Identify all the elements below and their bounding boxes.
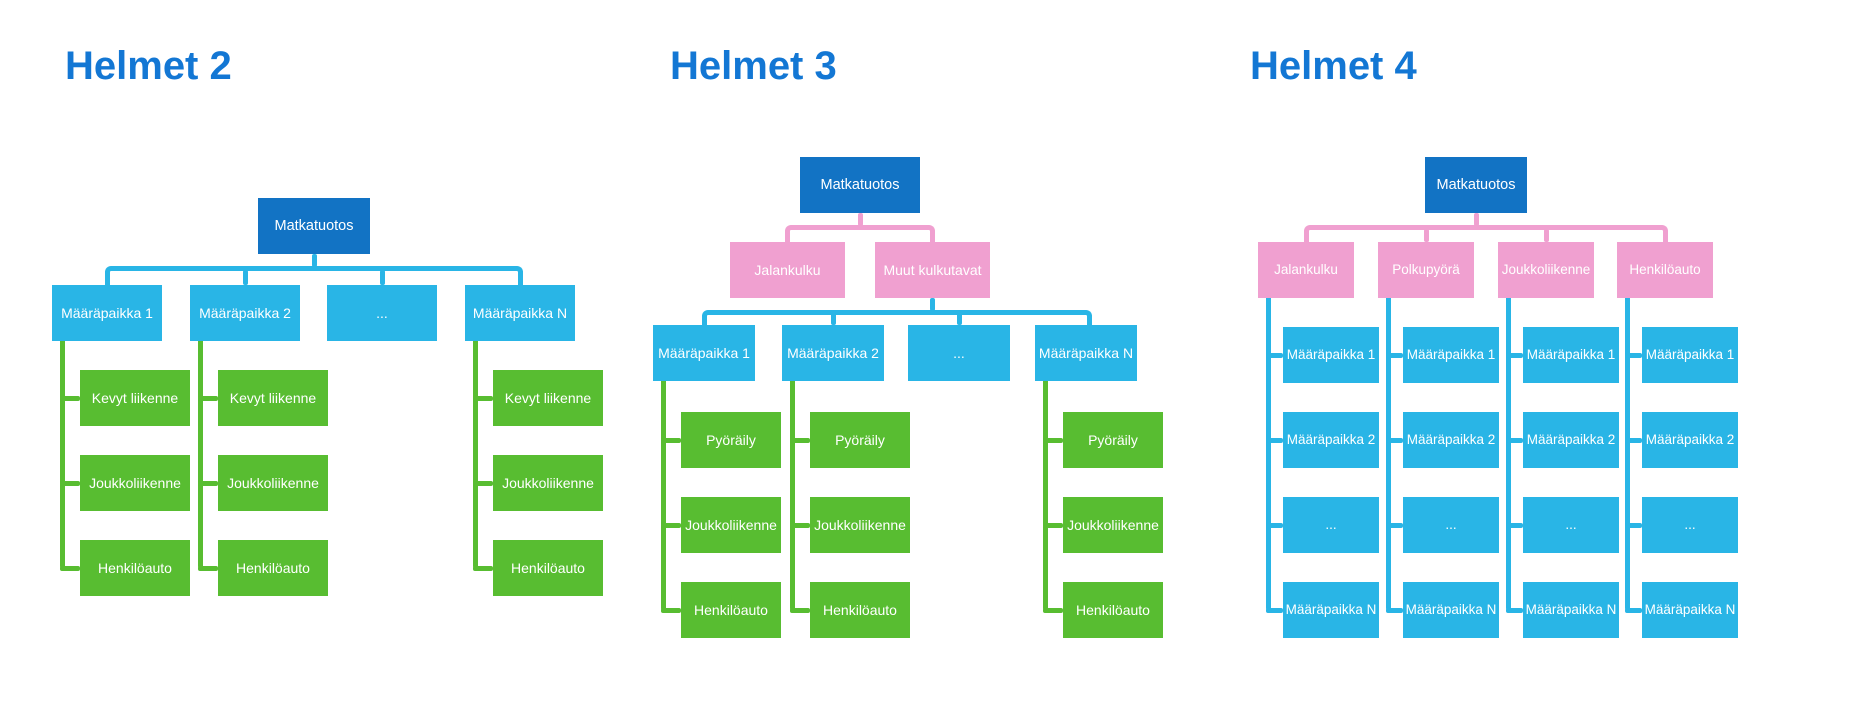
root-box-matkatuotos: Matkatuotos <box>1425 157 1527 213</box>
mode-box: Kevyt liikenne <box>198 370 328 426</box>
destination-box-ellipsis: ... <box>1625 497 1738 553</box>
connector-stub <box>1423 229 1429 242</box>
mode-box: Joukkoliikenne <box>661 497 781 553</box>
connector-stub <box>956 313 962 325</box>
mode-box: Henkilöauto <box>790 582 910 638</box>
mode-list: Kevyt liikenne Joukkoliikenne Henkilöaut… <box>60 341 190 596</box>
mode-box: Jalankulku <box>1258 242 1354 298</box>
destination-box-ellipsis: ... <box>327 285 437 341</box>
destination-box: Määräpaikka 2 <box>782 325 884 381</box>
destination-list: Määräpaikka 1 Määräpaikka 2 ... Määräpai… <box>1625 298 1738 638</box>
destination-list: Määräpaikka 1 Määräpaikka 2 ... Määräpai… <box>1266 298 1379 638</box>
mode-column: Polkupyörä Määräpaikka 1 Määräpaikka 2 .… <box>1378 242 1499 638</box>
destination-box: Määräpaikka N <box>1386 582 1499 638</box>
connector-stub <box>930 298 935 311</box>
helmet-2-title: Helmet 2 <box>65 44 232 88</box>
mode-list: Pyöräily Joukkoliikenne Henkilöauto <box>1043 381 1163 638</box>
destination-box: Määräpaikka 1 <box>653 325 755 381</box>
destination-box: Määräpaikka 1 <box>1625 327 1738 383</box>
mode-branch-connector <box>701 310 1092 325</box>
destination-box-ellipsis: ... <box>908 325 1010 381</box>
destination-column: ... <box>327 285 437 341</box>
root-branch-connector <box>1303 225 1668 242</box>
mode-box: Joukkoliikenne <box>1498 242 1594 298</box>
mode-box: Pyöräily <box>661 412 781 468</box>
mode-column: Henkilöauto Määräpaikka 1 Määräpaikka 2 … <box>1617 242 1738 638</box>
destination-box: Määräpaikka N <box>1625 582 1738 638</box>
mode-box: Henkilöauto <box>60 540 190 596</box>
root-branch-connector <box>104 266 523 285</box>
mode-box: Joukkoliikenne <box>198 455 328 511</box>
connector-stub <box>1473 213 1479 226</box>
destination-box: Määräpaikka 2 <box>1386 412 1499 468</box>
connector-stub <box>311 254 317 267</box>
destination-box: Määräpaikka 1 <box>1506 327 1619 383</box>
destination-box-ellipsis: ... <box>1266 497 1379 553</box>
destination-box-ellipsis: ... <box>1506 497 1619 553</box>
destination-box: Määräpaikka 1 <box>1266 327 1379 383</box>
mode-box: Henkilöauto <box>1617 242 1713 298</box>
destination-box: Määräpaikka 2 <box>190 285 300 341</box>
destination-box: Määräpaikka N <box>1035 325 1137 381</box>
destination-list: Määräpaikka 1 Määräpaikka 2 ... Määräpai… <box>1506 298 1619 638</box>
root-box-matkatuotos: Matkatuotos <box>800 157 920 213</box>
destination-box: Määräpaikka N <box>1266 582 1379 638</box>
destination-box: Määräpaikka 2 <box>1506 412 1619 468</box>
destination-box: Määräpaikka 1 <box>1386 327 1499 383</box>
destination-box: Määräpaikka 2 <box>1266 412 1379 468</box>
mode-box: Joukkoliikenne <box>790 497 910 553</box>
helmet-3-title: Helmet 3 <box>670 44 837 88</box>
destination-box: Määräpaikka 1 <box>52 285 162 341</box>
destination-box: Määräpaikka N <box>1506 582 1619 638</box>
mode-box: Joukkoliikenne <box>1043 497 1163 553</box>
connector-stub <box>857 213 863 226</box>
mode-list: Pyöräily Joukkoliikenne Henkilöauto <box>661 381 781 638</box>
mode-box-muut-kulkutavat: Muut kulkutavat <box>875 242 990 298</box>
mode-column: Jalankulku Määräpaikka 1 Määräpaikka 2 .… <box>1258 242 1379 638</box>
mode-box: Pyöräily <box>1043 412 1163 468</box>
mode-box: Henkilöauto <box>473 540 603 596</box>
mode-box: Kevyt liikenne <box>473 370 603 426</box>
helmet-4-title: Helmet 4 <box>1250 44 1417 88</box>
destination-box-ellipsis: ... <box>1386 497 1499 553</box>
destination-box: Määräpaikka 2 <box>1625 412 1738 468</box>
mode-box: Kevyt liikenne <box>60 370 190 426</box>
mode-list: Pyöräily Joukkoliikenne Henkilöauto <box>790 381 910 638</box>
destination-column: Määräpaikka 1 Kevyt liikenne Joukkoliike… <box>52 285 190 596</box>
mode-list: Kevyt liikenne Joukkoliikenne Henkilöaut… <box>198 341 328 596</box>
connector-stub <box>1543 229 1549 242</box>
connector-stub <box>830 313 836 325</box>
destination-column: Määräpaikka N Kevyt liikenne Joukkoliike… <box>465 285 603 596</box>
mode-box-jalankulku: Jalankulku <box>730 242 845 298</box>
destination-list: Määräpaikka 1 Määräpaikka 2 ... Määräpai… <box>1386 298 1499 638</box>
destination-box: Määräpaikka N <box>465 285 575 341</box>
connector-stub <box>242 270 248 285</box>
mode-box: Pyöräily <box>790 412 910 468</box>
mode-box: Joukkoliikenne <box>60 455 190 511</box>
mode-list: Kevyt liikenne Joukkoliikenne Henkilöaut… <box>473 341 603 596</box>
mode-box: Henkilöauto <box>1043 582 1163 638</box>
connector-stub <box>379 270 385 285</box>
mode-box: Joukkoliikenne <box>473 455 603 511</box>
root-branch-connector <box>785 225 935 242</box>
destination-column: Määräpaikka 1 Pyöräily Joukkoliikenne He… <box>653 325 781 638</box>
root-box-matkatuotos: Matkatuotos <box>258 198 370 254</box>
mode-box: Henkilöauto <box>661 582 781 638</box>
mode-box: Polkupyörä <box>1378 242 1474 298</box>
mode-box: Henkilöauto <box>198 540 328 596</box>
destination-column: Määräpaikka N Pyöräily Joukkoliikenne He… <box>1035 325 1163 638</box>
destination-column: Määräpaikka 2 Kevyt liikenne Joukkoliike… <box>190 285 328 596</box>
destination-column: Määräpaikka 2 Pyöräily Joukkoliikenne He… <box>782 325 910 638</box>
destination-column: ... <box>908 325 1010 381</box>
mode-column: Joukkoliikenne Määräpaikka 1 Määräpaikka… <box>1498 242 1619 638</box>
